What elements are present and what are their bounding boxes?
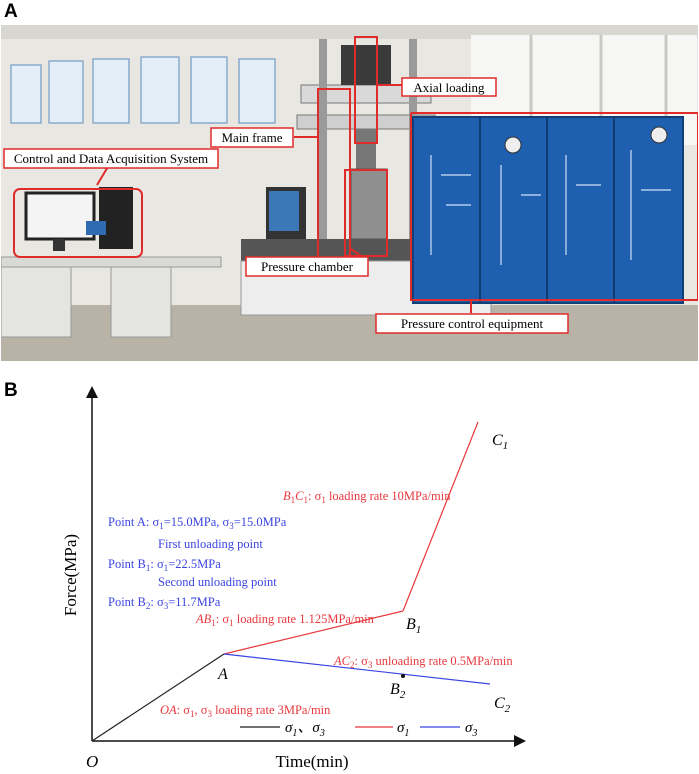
- callout-main-frame: Main frame: [210, 127, 294, 148]
- desks: [1, 256, 222, 338]
- panel-b-letter: B: [4, 380, 18, 401]
- point-B1-label: B1: [406, 616, 421, 636]
- svg-text:Main frame: Main frame: [221, 130, 282, 145]
- computer: [24, 187, 133, 251]
- annotation-point-B2: Point B2: σ3=11.7MPa: [108, 595, 221, 611]
- annotation-AB1: AB1: σ1 loading rate 1.125MPa/min: [195, 612, 375, 628]
- legend-label-sigma1-sigma3: σ1、σ3: [285, 720, 325, 739]
- x-axis-label: Time(min): [275, 752, 348, 771]
- loading-path-diagram: O Time(min) Force(MPa) A B1 B2 C1 C2 B1C…: [61, 386, 526, 771]
- y-axis-label: Force(MPa): [61, 534, 80, 616]
- point-C1-label: C1: [492, 432, 508, 452]
- callout-pressure-chamber: Pressure chamber: [245, 256, 369, 277]
- origin-label: O: [86, 752, 98, 771]
- wall-posters: [10, 56, 276, 124]
- callout-control-system: Control and Data Acquisition System: [3, 148, 219, 169]
- svg-text:Control and Data Acquisition S: Control and Data Acquisition System: [14, 151, 208, 166]
- legend-label-sigma1: σ1: [397, 720, 409, 739]
- segment-B1C1: [402, 421, 479, 612]
- point-B2-label: B2: [390, 681, 406, 701]
- svg-text:Pressure chamber: Pressure chamber: [261, 259, 354, 274]
- annotation-point-A: Point A: σ1=15.0MPa, σ3=15.0MPa: [108, 515, 287, 531]
- svg-text:Pressure control equipment: Pressure control equipment: [401, 316, 544, 331]
- callout-pressure-equipment: Pressure control equipment: [375, 313, 569, 334]
- panel-a-letter: A: [4, 1, 18, 22]
- annotation-AC2: AC2: σ3 unloading rate 0.5MPa/min: [333, 654, 513, 670]
- lab-photo: Axial loading Main frame Control and Dat…: [1, 25, 698, 361]
- point-C2-label: C2: [494, 695, 511, 715]
- annotation-OA: OA: σ1, σ3 loading rate 3MPa/min: [160, 703, 331, 719]
- point-A-label: A: [217, 666, 228, 683]
- annotation-point-B1: Point B1: σ1=22.5MPa: [108, 557, 221, 573]
- point-B2-marker: [401, 674, 405, 678]
- pressure-cabinets: [412, 116, 684, 304]
- segment-AC2: [223, 653, 491, 685]
- callout-axial-loading: Axial loading: [401, 77, 497, 97]
- annotation-B1C1: B1C1: σ1 loading rate 10MPa/min: [283, 489, 451, 505]
- svg-text:Axial loading: Axial loading: [413, 80, 485, 95]
- segment-OA: [91, 653, 225, 742]
- legend-label-sigma3: σ3: [465, 720, 477, 739]
- legend: σ1、σ3 σ1 σ3: [240, 720, 477, 739]
- segment-AB1: [223, 610, 404, 655]
- annotation-second-unloading: Second unloading point: [158, 575, 277, 589]
- annotation-first-unloading: First unloading point: [158, 537, 263, 551]
